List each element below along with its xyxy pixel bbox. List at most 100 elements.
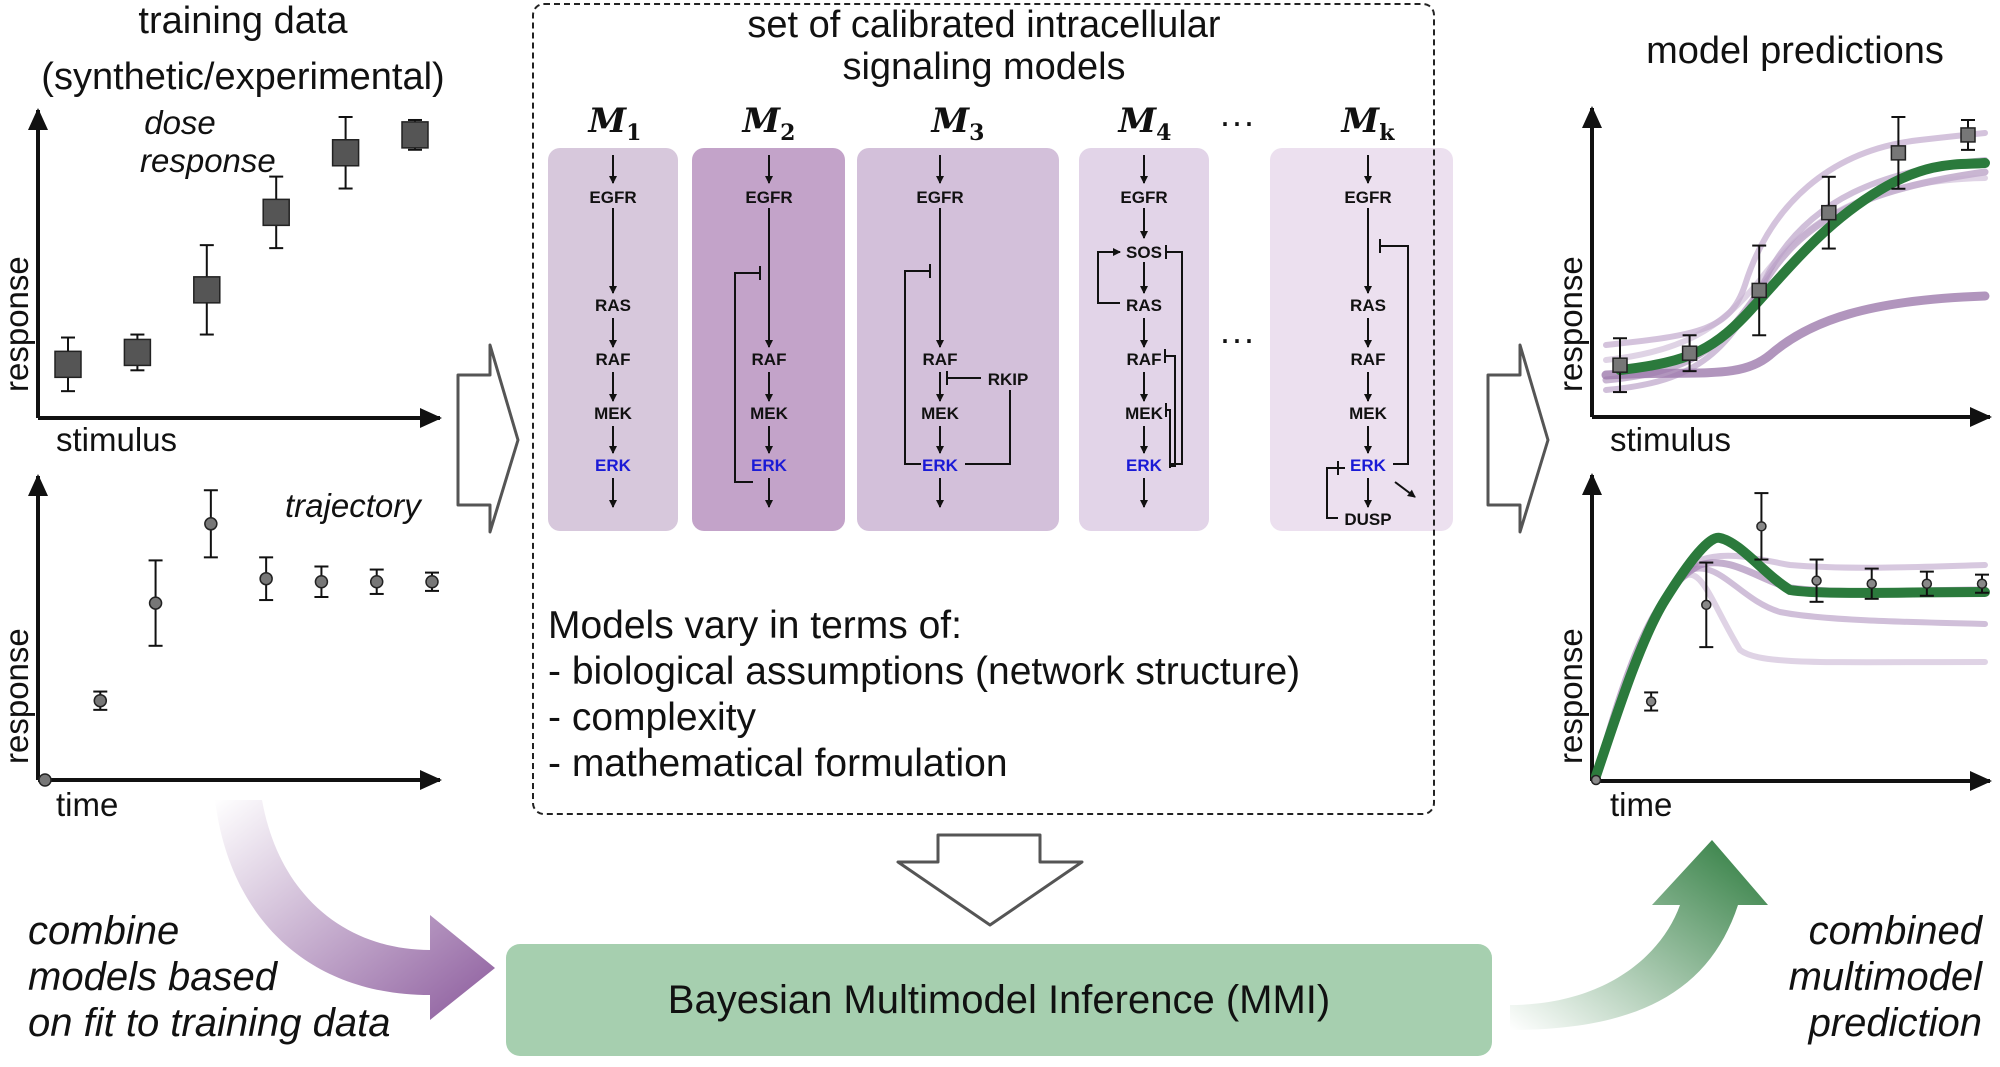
- pred-time-x-axis-label: time: [1610, 786, 1673, 823]
- m3-egfr: EGFR: [916, 188, 964, 207]
- model-name-1: M1: [588, 101, 642, 146]
- m4-mek: MEK: [1125, 404, 1163, 423]
- data-point-circle: [148, 596, 163, 610]
- prediction-dose-axes: [1582, 106, 1992, 427]
- variation-item: - biological assumptions (network struct…: [548, 650, 1301, 693]
- data-point-circle: [425, 575, 439, 589]
- dose-y-axis-label: response: [0, 256, 35, 392]
- variation-item: - mathematical formulation: [548, 742, 1008, 785]
- combined-prediction-text: combined multimodel prediction: [1788, 909, 1982, 1045]
- m1-egfr: EGFR: [589, 188, 637, 207]
- m1-erk: ERK: [595, 456, 631, 475]
- data-point-circle: [369, 575, 384, 589]
- data-point-square: [54, 350, 82, 379]
- data-point-circle: [1756, 521, 1767, 532]
- data-point-circle: [93, 693, 108, 708]
- combined-curve-time: [1591, 532, 1990, 781]
- mk-ras: RAS: [1350, 296, 1386, 315]
- arrow-right-right: [1486, 343, 1550, 534]
- trajectory-label: trajectory: [285, 487, 421, 524]
- m4-erk: ERK: [1126, 456, 1162, 475]
- model-name-2: M2: [742, 101, 796, 146]
- m4-egfr: EGFR: [1120, 188, 1168, 207]
- m3-raf: RAF: [922, 350, 958, 369]
- ellipsis-middle: ···: [1219, 318, 1255, 359]
- data-point-circle: [1866, 578, 1877, 589]
- mk-egfr: EGFR: [1344, 188, 1392, 207]
- curved-arrow-purple: [215, 800, 495, 1020]
- m2-egfr: EGFR: [745, 188, 793, 207]
- mk-erk: ERK: [1350, 456, 1386, 475]
- data-point-circle: [1811, 575, 1822, 586]
- data-point-square: [1890, 145, 1907, 161]
- m4-raf: RAF: [1126, 350, 1162, 369]
- dose-response-label: dose response: [140, 104, 276, 179]
- ellipsis-top: ···: [1219, 101, 1255, 142]
- models-frame: [532, 3, 1435, 815]
- data-point-square: [123, 338, 152, 367]
- m3-erk: ERK: [922, 456, 958, 475]
- arrow-down-center: [896, 833, 1084, 927]
- arrow-right-left: [456, 343, 520, 534]
- model-panel-3: [857, 148, 1059, 531]
- data-point-circle: [259, 571, 273, 586]
- mk-mek: MEK: [1349, 404, 1387, 423]
- m1-ras: RAS: [595, 296, 631, 315]
- data-point-square: [262, 198, 290, 227]
- mk-raf: RAF: [1350, 350, 1386, 369]
- m1-raf: RAF: [595, 350, 631, 369]
- m2-erk: ERK: [751, 456, 787, 475]
- m4-ras: RAS: [1126, 296, 1162, 315]
- variation-item: - complexity: [548, 696, 757, 739]
- m1-mek: MEK: [594, 404, 632, 423]
- m3-mek: MEK: [921, 404, 959, 423]
- variation-title: Models vary in terms of:: [548, 604, 962, 647]
- m3-rkip: RKIP: [987, 370, 1029, 389]
- pred-time-y-axis-label: response: [1552, 628, 1589, 764]
- prediction-time-points: [1590, 492, 1989, 786]
- data-point-square: [1821, 204, 1837, 221]
- data-point-circle: [1645, 696, 1657, 707]
- data-point-circle: [204, 517, 218, 531]
- m4-sos: SOS: [1126, 243, 1162, 262]
- trajectory-points: [38, 489, 439, 787]
- data-point-circle: [314, 575, 329, 589]
- data-point-circle: [1976, 578, 1988, 589]
- model-variation-text: Models vary in terms of: - biological as…: [548, 603, 1300, 787]
- trajectory-axes: [28, 474, 442, 790]
- combine-text: combine models based on fit to training …: [28, 909, 391, 1045]
- predictions-title: model predictions: [1646, 30, 1944, 72]
- data-point-square: [1681, 345, 1698, 361]
- data-point-square: [1612, 357, 1628, 373]
- dose-response-points: [54, 116, 429, 393]
- data-point-square: [401, 121, 429, 149]
- traj-x-axis-label: time: [56, 786, 119, 823]
- data-point-square: [331, 139, 360, 167]
- m2-raf: RAF: [751, 350, 787, 369]
- data-point-circle: [1701, 599, 1712, 611]
- curved-arrow-green: [1510, 840, 1768, 1030]
- network-edges: [609, 155, 1416, 519]
- data-point-square: [193, 276, 221, 304]
- models-title: set of calibrated intracellular signalin…: [747, 4, 1221, 88]
- training-data-title: training data (synthetic/experimental): [41, 0, 445, 98]
- model-name-4: M4: [1118, 101, 1172, 146]
- data-point-square: [1751, 282, 1767, 299]
- data-point-circle: [1921, 578, 1933, 589]
- m2-mek: MEK: [750, 404, 788, 423]
- pred-dose-x-axis-label: stimulus: [1610, 421, 1732, 458]
- mmi-box: Bayesian Multimodel Inference (MMI): [506, 944, 1492, 1056]
- mk-dusp: DUSP: [1344, 510, 1392, 529]
- data-point-square: [1960, 127, 1976, 143]
- model-name-3: M3: [931, 101, 985, 146]
- pred-dose-y-axis-label: response: [1552, 256, 1589, 392]
- dose-response-axes: [28, 108, 442, 428]
- prediction-dose-points: [1612, 116, 1976, 394]
- dose-x-axis-label: stimulus: [56, 421, 178, 458]
- data-point-circle: [38, 773, 52, 787]
- prediction-time-axes: [1582, 473, 1992, 791]
- traj-y-axis-label: response: [0, 628, 35, 764]
- model-name-k: Mk: [1341, 101, 1395, 146]
- data-point-circle: [1590, 774, 1602, 786]
